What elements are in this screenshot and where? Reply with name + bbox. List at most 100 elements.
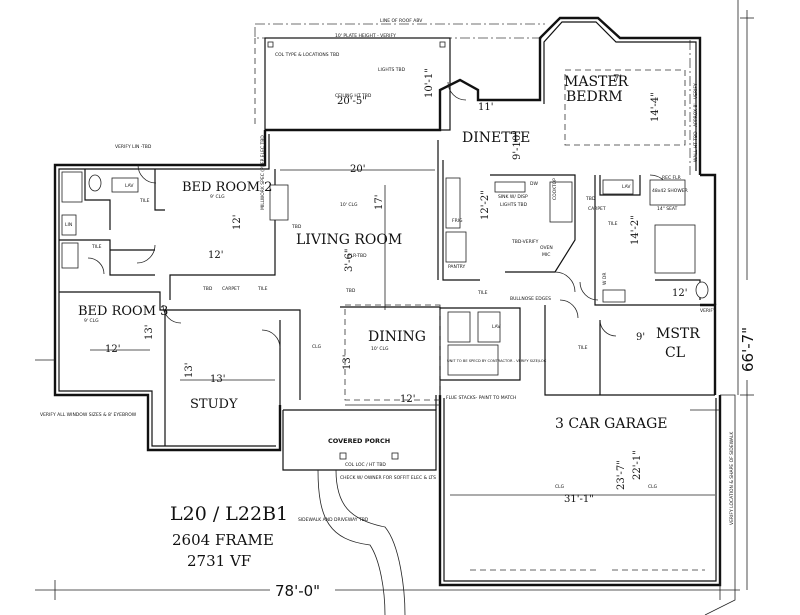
note-w-dr: W DR — [602, 273, 608, 285]
dim-study-d: 13' — [184, 363, 195, 378]
note-seat: 14" SEAT — [657, 206, 678, 212]
ceiling-outlines — [344, 69, 686, 401]
note-unit: UNIT TO BE SPECD BY CONTRACTOR - VERIFY … — [447, 359, 547, 363]
covered-porch — [282, 395, 437, 471]
garage-doors — [470, 409, 720, 571]
fixtures — [61, 171, 709, 376]
note-col-loc: COL LOC / HT TBD — [345, 462, 386, 468]
note-oven: OVEN — [540, 245, 553, 251]
front-porch-area — [264, 37, 451, 131]
note-carpet-1: CARPET — [222, 286, 240, 292]
note-verify-lin: VERIFY LIN -TBD — [115, 144, 152, 150]
door-swings — [87, 81, 671, 349]
note-ceiling-ht: CEILING HT TBD — [335, 93, 372, 99]
title-model: L20 / L22B1 — [170, 503, 288, 525]
dim-master-d: 14'-4" — [650, 92, 661, 122]
note-rec-flr: REC FLR — [662, 175, 681, 181]
dimension-labels: 7' 14'-4" 11' 9'-10" 20'-5" 10'-1" 12' 1… — [105, 68, 757, 600]
note-tile-1: TILE — [139, 198, 150, 204]
dim-living-d: 17' — [374, 195, 385, 210]
note-sidewalk: SIDEWALK AND DRIVEWAY TBD — [298, 517, 369, 523]
dim-dinette-d: 9'-10" — [512, 130, 523, 160]
dim-kitchen-d: 12'-2" — [480, 190, 491, 220]
note-sidewalk-shape: VERIFY LOCATION & SHAPE OF SIDEWALK — [729, 431, 735, 525]
dim-garage-w: 31'-1" — [564, 494, 594, 505]
note-sink: SINK W/ DISP — [498, 194, 528, 200]
sidewalk — [317, 394, 736, 615]
note-soffit: CHECK W/ OWNER FOR SOFFIT ELEC & LTS — [340, 475, 436, 481]
note-lights-tbd: LIGHTS TBD — [378, 67, 406, 73]
note-lav-3: LAV — [492, 324, 501, 330]
dim-living-w: 20' — [350, 164, 365, 175]
note-clg-3: CLG — [312, 344, 322, 350]
master-closet-label-1: MSTR — [656, 326, 700, 342]
dinette-label: DINETTE — [462, 130, 530, 146]
overall-dimensions — [35, 10, 754, 600]
note-flr-tbd: FLR-TBD — [348, 253, 367, 259]
dim-dining-d: 13' — [342, 355, 353, 370]
dim-study-w: 13' — [210, 374, 225, 385]
dim-overall-w: 78'-0" — [275, 582, 320, 600]
dim-mcl-d: 9' — [636, 332, 645, 343]
notes: LINE OF ROOF ABV 10' PLATE HEIGHT - VERI… — [40, 18, 735, 525]
note-frig: FRIG — [452, 218, 463, 224]
room-labels: MASTER BEDRM DINETTE BED ROOM 2 LIVING R… — [78, 74, 700, 445]
note-dw: DW — [530, 181, 538, 187]
dim-dining-w: 12' — [400, 394, 415, 405]
note-lights-tbd2: LIGHTS TBD — [500, 202, 528, 208]
dim-porch-side: 10'-1" — [424, 68, 435, 98]
note-mic: MIC — [542, 252, 550, 258]
note-roof-line: LINE OF ROOF ABV — [380, 18, 423, 24]
note-window-sizes: VERIFY ALL WINDOW SIZES & 8' EYEBROW — [40, 412, 137, 418]
living-room-label: LIVING ROOM — [296, 232, 402, 248]
note-lav-1: LAV — [125, 183, 134, 189]
dim-bed3-d: 13' — [144, 325, 155, 340]
note-millwork: MILLWORK SPEC (P) FP ELEC TBD — [260, 135, 266, 210]
note-tbd-3: TBD — [291, 224, 302, 230]
note-ceiling-10-1: 10' CLG — [340, 202, 358, 208]
note-tile-4: TILE — [477, 290, 488, 296]
covered-porch-label: COVERED PORCH — [328, 437, 390, 445]
note-bullnose: BULLNOSE EDGES — [510, 296, 551, 302]
dim-dinette-w: 11' — [478, 102, 493, 113]
dim-living-d2: 3'-6" — [344, 249, 355, 272]
dining-label: DINING — [368, 329, 426, 345]
note-tile-2: TILE — [91, 244, 102, 250]
note-pantry: PANTRY — [448, 264, 465, 270]
dim-bed3-w: 12' — [105, 344, 120, 355]
note-ceiling-10-2: 10' CLG — [371, 346, 389, 352]
note-tile-6: TILE — [607, 221, 618, 227]
note-ceiling-small-1: 9' CLG — [210, 194, 225, 200]
note-carpet-2: CARPET — [588, 206, 606, 212]
title-vf: 2731 VF — [187, 552, 251, 570]
note-wall-ht: WALL HT TBD - APPROX 8' - VERIFY — [693, 83, 699, 162]
note-cooktop: COOKTOP — [552, 178, 558, 200]
title-block: L20 / L22B1 2604 FRAME 2731 VF — [170, 503, 288, 570]
dim-master-w: 7' — [613, 74, 622, 85]
note-tbd-1: TBD — [345, 288, 356, 294]
note-ceiling-small-2: 9' CLG — [84, 318, 99, 324]
exterior-walls — [53, 16, 722, 587]
note-shower: 48x42 SHOWER — [652, 188, 688, 194]
note-flue: FLUE STACKS- PAINT TO MATCH — [446, 395, 516, 401]
note-clg-2: CLG — [648, 484, 658, 490]
note-tbd-4: TBD — [585, 196, 596, 202]
room-dimension-lines — [90, 169, 715, 496]
note-col-type: COL TYPE & LOCATIONS TBD — [275, 52, 340, 58]
note-lav-2: LAV — [622, 184, 631, 190]
master-label-2: BEDRM — [566, 89, 623, 105]
title-frame: 2604 FRAME — [172, 531, 274, 549]
bedroom3-label: BED ROOM 3 — [78, 304, 168, 319]
dim-garage-d1: 23'-7" — [616, 460, 627, 490]
note-tile-3: TILE — [257, 286, 268, 292]
dim-overall-d: 66'-7" — [739, 327, 757, 372]
note-verify: VERIFY — [700, 308, 716, 314]
note-lin: LIN — [65, 222, 72, 228]
dim-bed2-w: 12' — [208, 250, 223, 261]
dim-bed2-d: 12' — [232, 215, 243, 230]
dim-garage-d2: 22'-1" — [632, 450, 643, 480]
study-label: STUDY — [190, 397, 238, 412]
note-tile-5: TILE — [577, 345, 588, 351]
garage-label: 3 CAR GARAGE — [555, 416, 668, 432]
